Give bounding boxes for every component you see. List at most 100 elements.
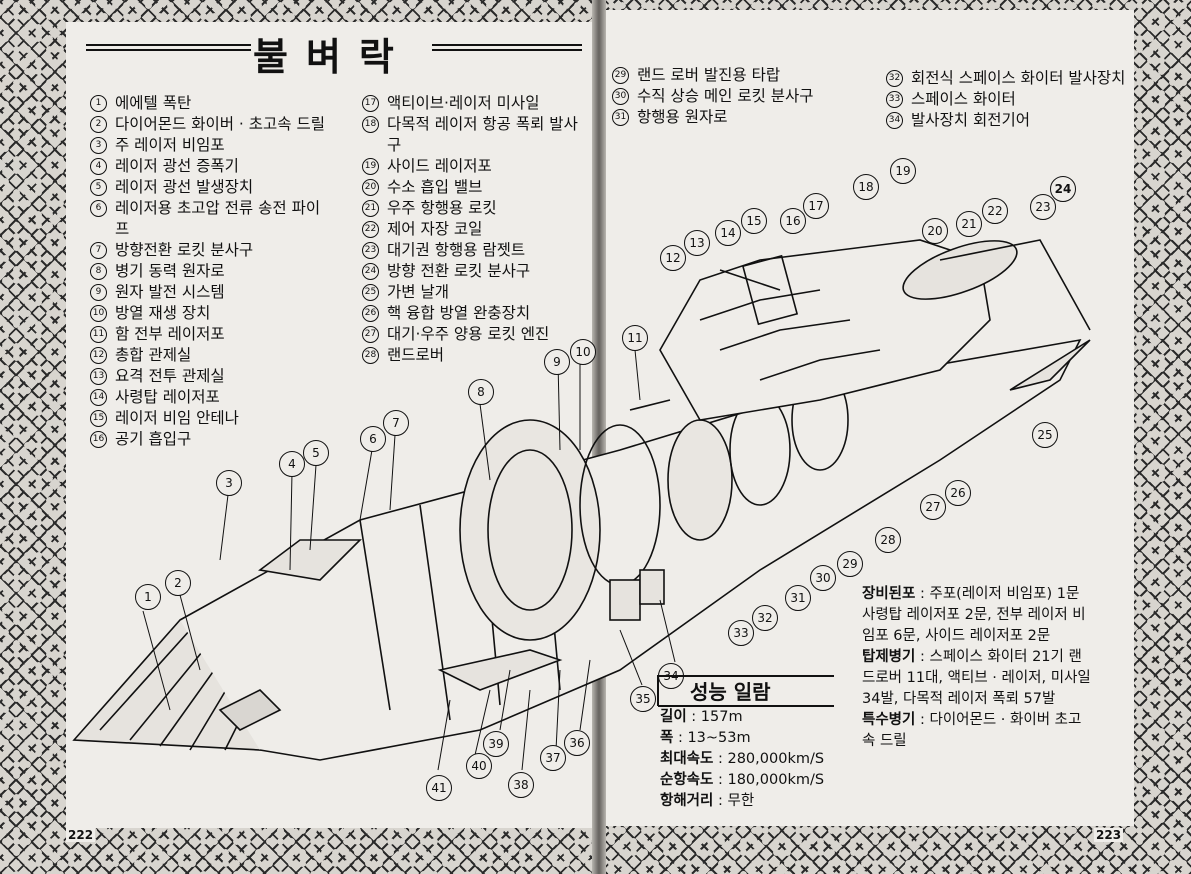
part-number-badge: 32 [886,70,903,87]
part-label: 방열 재생 장치 [115,304,211,322]
callout-26: 26 [945,480,971,506]
spec-row: 순항속도 : 180,000km/S [660,770,850,791]
spec-key: 길이 [660,709,687,725]
callout-13: 13 [684,230,710,256]
part-label: 가변 날개 [387,283,449,301]
callout-9: 9 [544,349,570,375]
part-number-badge: 26 [362,305,379,322]
right-page-number: 223 [1094,828,1124,842]
spec-value: 다이어몬드 · 화이버 초고속 드릴 [862,712,1082,749]
part-label: 액티이브·레이저 미사일 [387,94,540,112]
part-number-badge: 22 [362,221,379,238]
callout-23: 23 [1030,194,1056,220]
part-number-badge: 30 [612,88,629,105]
spec-key: 항해거리 [660,793,714,809]
part-list-item: 26 핵 융합 방열 완충장치 [362,303,592,324]
part-label: 레이저용 초고압 전류 송전 파이프 [115,199,321,238]
spec-row: 특수병기 : 다이어몬드 · 화이버 초고속 드릴 [862,710,1094,752]
part-label: 다목적 레이저 항공 폭뢰 발사구 [387,115,578,154]
spec-separator: : [713,793,728,809]
callout-19: 19 [890,158,916,184]
part-number-badge: 16 [90,431,107,448]
callout-12: 12 [660,245,686,271]
spec-key: 특수병기 [862,712,916,728]
spec-separator: : [713,772,728,788]
part-number-badge: 33 [886,91,903,108]
part-label: 핵 융합 방열 완충장치 [387,304,531,322]
part-label: 공기 흡입구 [115,430,192,448]
part-label: 대기권 항행용 람젯트 [387,241,526,259]
part-label: 사이드 레이저포 [387,157,492,175]
callout-35: 35 [630,686,656,712]
part-label: 레이저 비임 안테나 [115,409,239,427]
part-number-badge: 28 [362,347,379,364]
spec-row: 항해거리 : 무한 [660,791,850,812]
part-label: 랜드 로버 발진용 타랍 [637,66,781,84]
callout-32: 32 [752,605,778,631]
callout-17: 17 [803,193,829,219]
spec-value: 280,000km/S [727,751,825,767]
part-number-badge: 12 [90,347,107,364]
part-number-badge: 29 [612,67,629,84]
spec-row: 최대속도 : 280,000km/S [660,749,850,770]
spec-row: 폭 : 13~53m [660,728,850,749]
spec-key: 탑제병기 [862,649,916,665]
part-number-badge: 5 [90,179,107,196]
part-label: 레이저 광선 발생장치 [115,178,254,196]
callout-20: 20 [922,218,948,244]
spec-key: 순항속도 [660,772,714,788]
part-number-badge: 19 [362,158,379,175]
spec-value: 157m [700,709,743,725]
callout-28: 28 [875,527,901,553]
spec-value: 주포(레이저 비임포) 1문 사령탑 레이저포 2문, 전부 레이저 비임포 6… [862,586,1086,644]
spec-separator: : [915,586,930,602]
title-rule-left [86,44,251,51]
part-number-badge: 6 [90,200,107,217]
part-label: 방향 전환 로킷 분사구 [387,262,531,280]
performance-heading: 성능 일람 [690,680,771,704]
part-label: 함 전부 레이저포 [115,325,225,343]
callout-8: 8 [468,379,494,405]
callout-22: 22 [982,198,1008,224]
part-list-item: 20 수소 흡입 밸브 [362,177,592,198]
part-number-badge: 20 [362,179,379,196]
part-number-badge: 23 [362,242,379,259]
spec-row: 길이 : 157m [660,707,850,728]
callout-1: 1 [135,584,161,610]
part-number-badge: 18 [362,116,379,133]
callout-18: 18 [853,174,879,200]
part-label: 다이어몬드 화이버 · 초고속 드릴 [115,115,326,133]
part-number-badge: 14 [90,389,107,406]
part-number-badge: 27 [362,326,379,343]
callout-11: 11 [622,325,648,351]
part-label: 레이저 광선 증폭기 [115,157,239,175]
spec-separator: : [713,751,728,767]
part-label: 요격 전투 관제실 [115,367,225,385]
spec-key: 최대속도 [660,751,714,767]
spec-key: 장비된포 [862,586,916,602]
part-number-badge: 9 [90,284,107,301]
part-list-item: 19 사이드 레이저포 [362,156,592,177]
ship-cutaway-illustration [72,239,1091,771]
spec-separator: : [673,730,688,746]
part-number-badge: 31 [612,109,629,126]
part-label: 수소 흡입 밸브 [387,178,483,196]
